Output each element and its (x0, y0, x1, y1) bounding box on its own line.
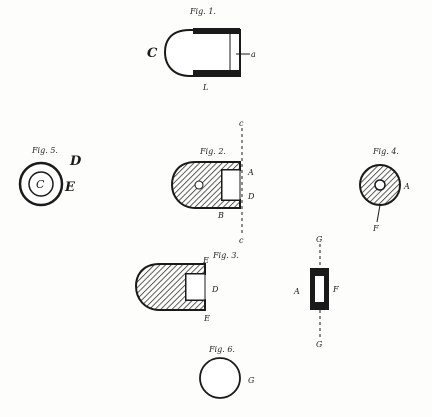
figure-3-label-d: D (211, 285, 219, 294)
figure-1: Fig. 1. C a L (147, 7, 256, 92)
figure-5: Fig. 5. C D E (18, 146, 82, 207)
figure-1-label-l: L (202, 83, 208, 92)
figure-1-caption: Fig. 1. (189, 7, 216, 16)
figure-3-hollow (185, 273, 206, 301)
figure-5-label-c: C (36, 178, 45, 191)
figure-6-caption: Fig. 6. (208, 345, 235, 354)
figure-5-outer-ring (18, 161, 64, 207)
figure-7: G G A F (293, 235, 339, 349)
figure-5-caption: Fig. 5. (31, 146, 58, 155)
figure-3: Fig. 3. E D E (134, 251, 239, 323)
figure-4-label-f: F (372, 224, 379, 233)
figure-4-pointer-f (376, 204, 381, 223)
figure-3-label-e-top: E (202, 256, 209, 265)
figure-2: Fig. 2. c c A D B (170, 119, 255, 245)
figure-1-label-a: a (251, 50, 256, 59)
figure-1-bullet-outline (163, 29, 241, 77)
figure-3-caption: Fig. 3. (212, 251, 239, 260)
figure-2-label-c-top: c (239, 119, 244, 128)
figure-2-hatched-body (170, 161, 241, 209)
figure-1-top-band (193, 28, 240, 34)
figure-2-hollow (221, 169, 241, 201)
figure-7-label-f: F (332, 285, 339, 294)
figure-4: Fig. 4. A F (359, 147, 410, 233)
figure-7-inner-slot (315, 276, 324, 302)
figure-4-caption: Fig. 4. (372, 147, 399, 156)
figure-5-label-e: E (64, 180, 76, 195)
figure-2-center-dot (194, 180, 204, 190)
figure-7-label-g-top: G (316, 235, 323, 244)
figure-3-label-e-bottom: E (203, 314, 210, 323)
figure-2-label-b: B (217, 211, 224, 220)
figure-1-label-c: C (147, 46, 158, 61)
figure-6: Fig. 6. G (199, 345, 255, 399)
figure-6-ring (199, 357, 241, 399)
figure-6-label-g: G (248, 376, 255, 385)
figure-4-center-hole (374, 179, 386, 191)
figure-5-label-d: D (69, 154, 82, 169)
figure-3-hatched-body (134, 263, 206, 311)
figure-4-label-a: A (403, 182, 410, 191)
figure-2-caption: Fig. 2. (199, 147, 226, 156)
figure-7-label-a: A (293, 287, 300, 296)
figure-7-label-g-bottom: G (316, 340, 323, 349)
figure-5-inner-ring (28, 171, 54, 197)
figure-2-label-a: A (247, 168, 254, 177)
figure-1-bottom-band (193, 70, 240, 77)
figure-2-label-c-bottom: c (239, 236, 244, 245)
figure-2-label-d: D (247, 192, 255, 201)
